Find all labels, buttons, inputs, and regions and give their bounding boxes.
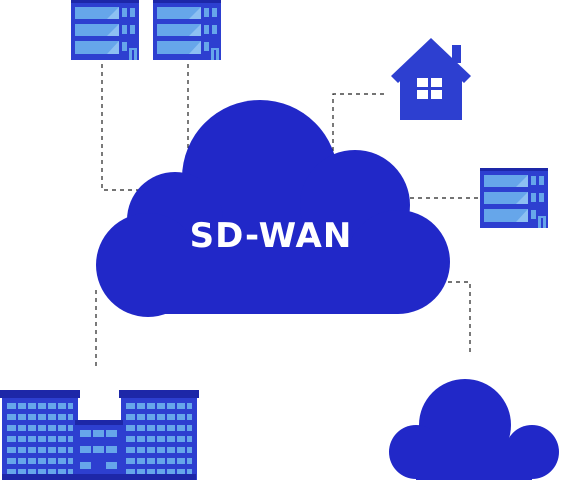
branch-office-1-icon [71,0,139,60]
connector-lines [95,64,478,370]
connector-home [332,93,384,160]
cloud-label: SD-WAN [189,216,353,256]
branch-office-2-icon [153,0,221,60]
sd-wan-cloud-icon [96,100,450,317]
home-icon [391,38,471,120]
connector-cloud-service [448,281,471,352]
cloud-service-icon [389,379,559,480]
branch-office-3-icon [480,168,548,228]
connector-office-1 [101,64,140,191]
headquarters-icon [0,390,199,480]
